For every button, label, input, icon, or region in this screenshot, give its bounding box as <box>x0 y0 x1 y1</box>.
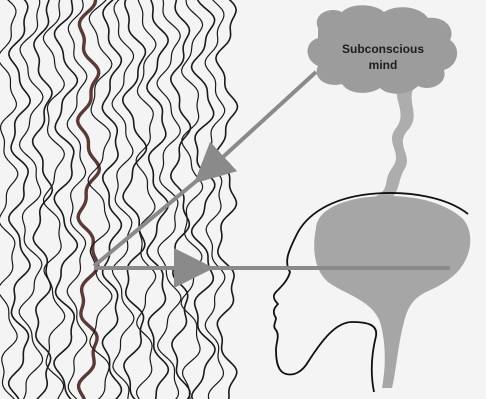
subconscious-mind-label: Subconscious mind <box>318 41 448 73</box>
wave-line <box>78 0 100 399</box>
wave-line <box>102 0 121 399</box>
smoke-trail <box>372 84 416 205</box>
wavy-lines <box>0 0 238 399</box>
wave-line <box>216 0 238 399</box>
wave-line <box>9 0 31 399</box>
wave-line <box>54 0 77 399</box>
cloud-label-line-2: mind <box>318 57 448 73</box>
wave-line <box>67 0 87 399</box>
wave-line <box>123 0 147 399</box>
wave-line <box>157 0 181 399</box>
brain-shape <box>314 196 470 388</box>
cloud-label-line-1: Subconscious <box>318 41 448 57</box>
wave-line <box>192 0 216 399</box>
wave-line <box>0 0 18 399</box>
wave-line <box>136 0 156 399</box>
arrow-cloud-to-waves <box>200 72 316 178</box>
